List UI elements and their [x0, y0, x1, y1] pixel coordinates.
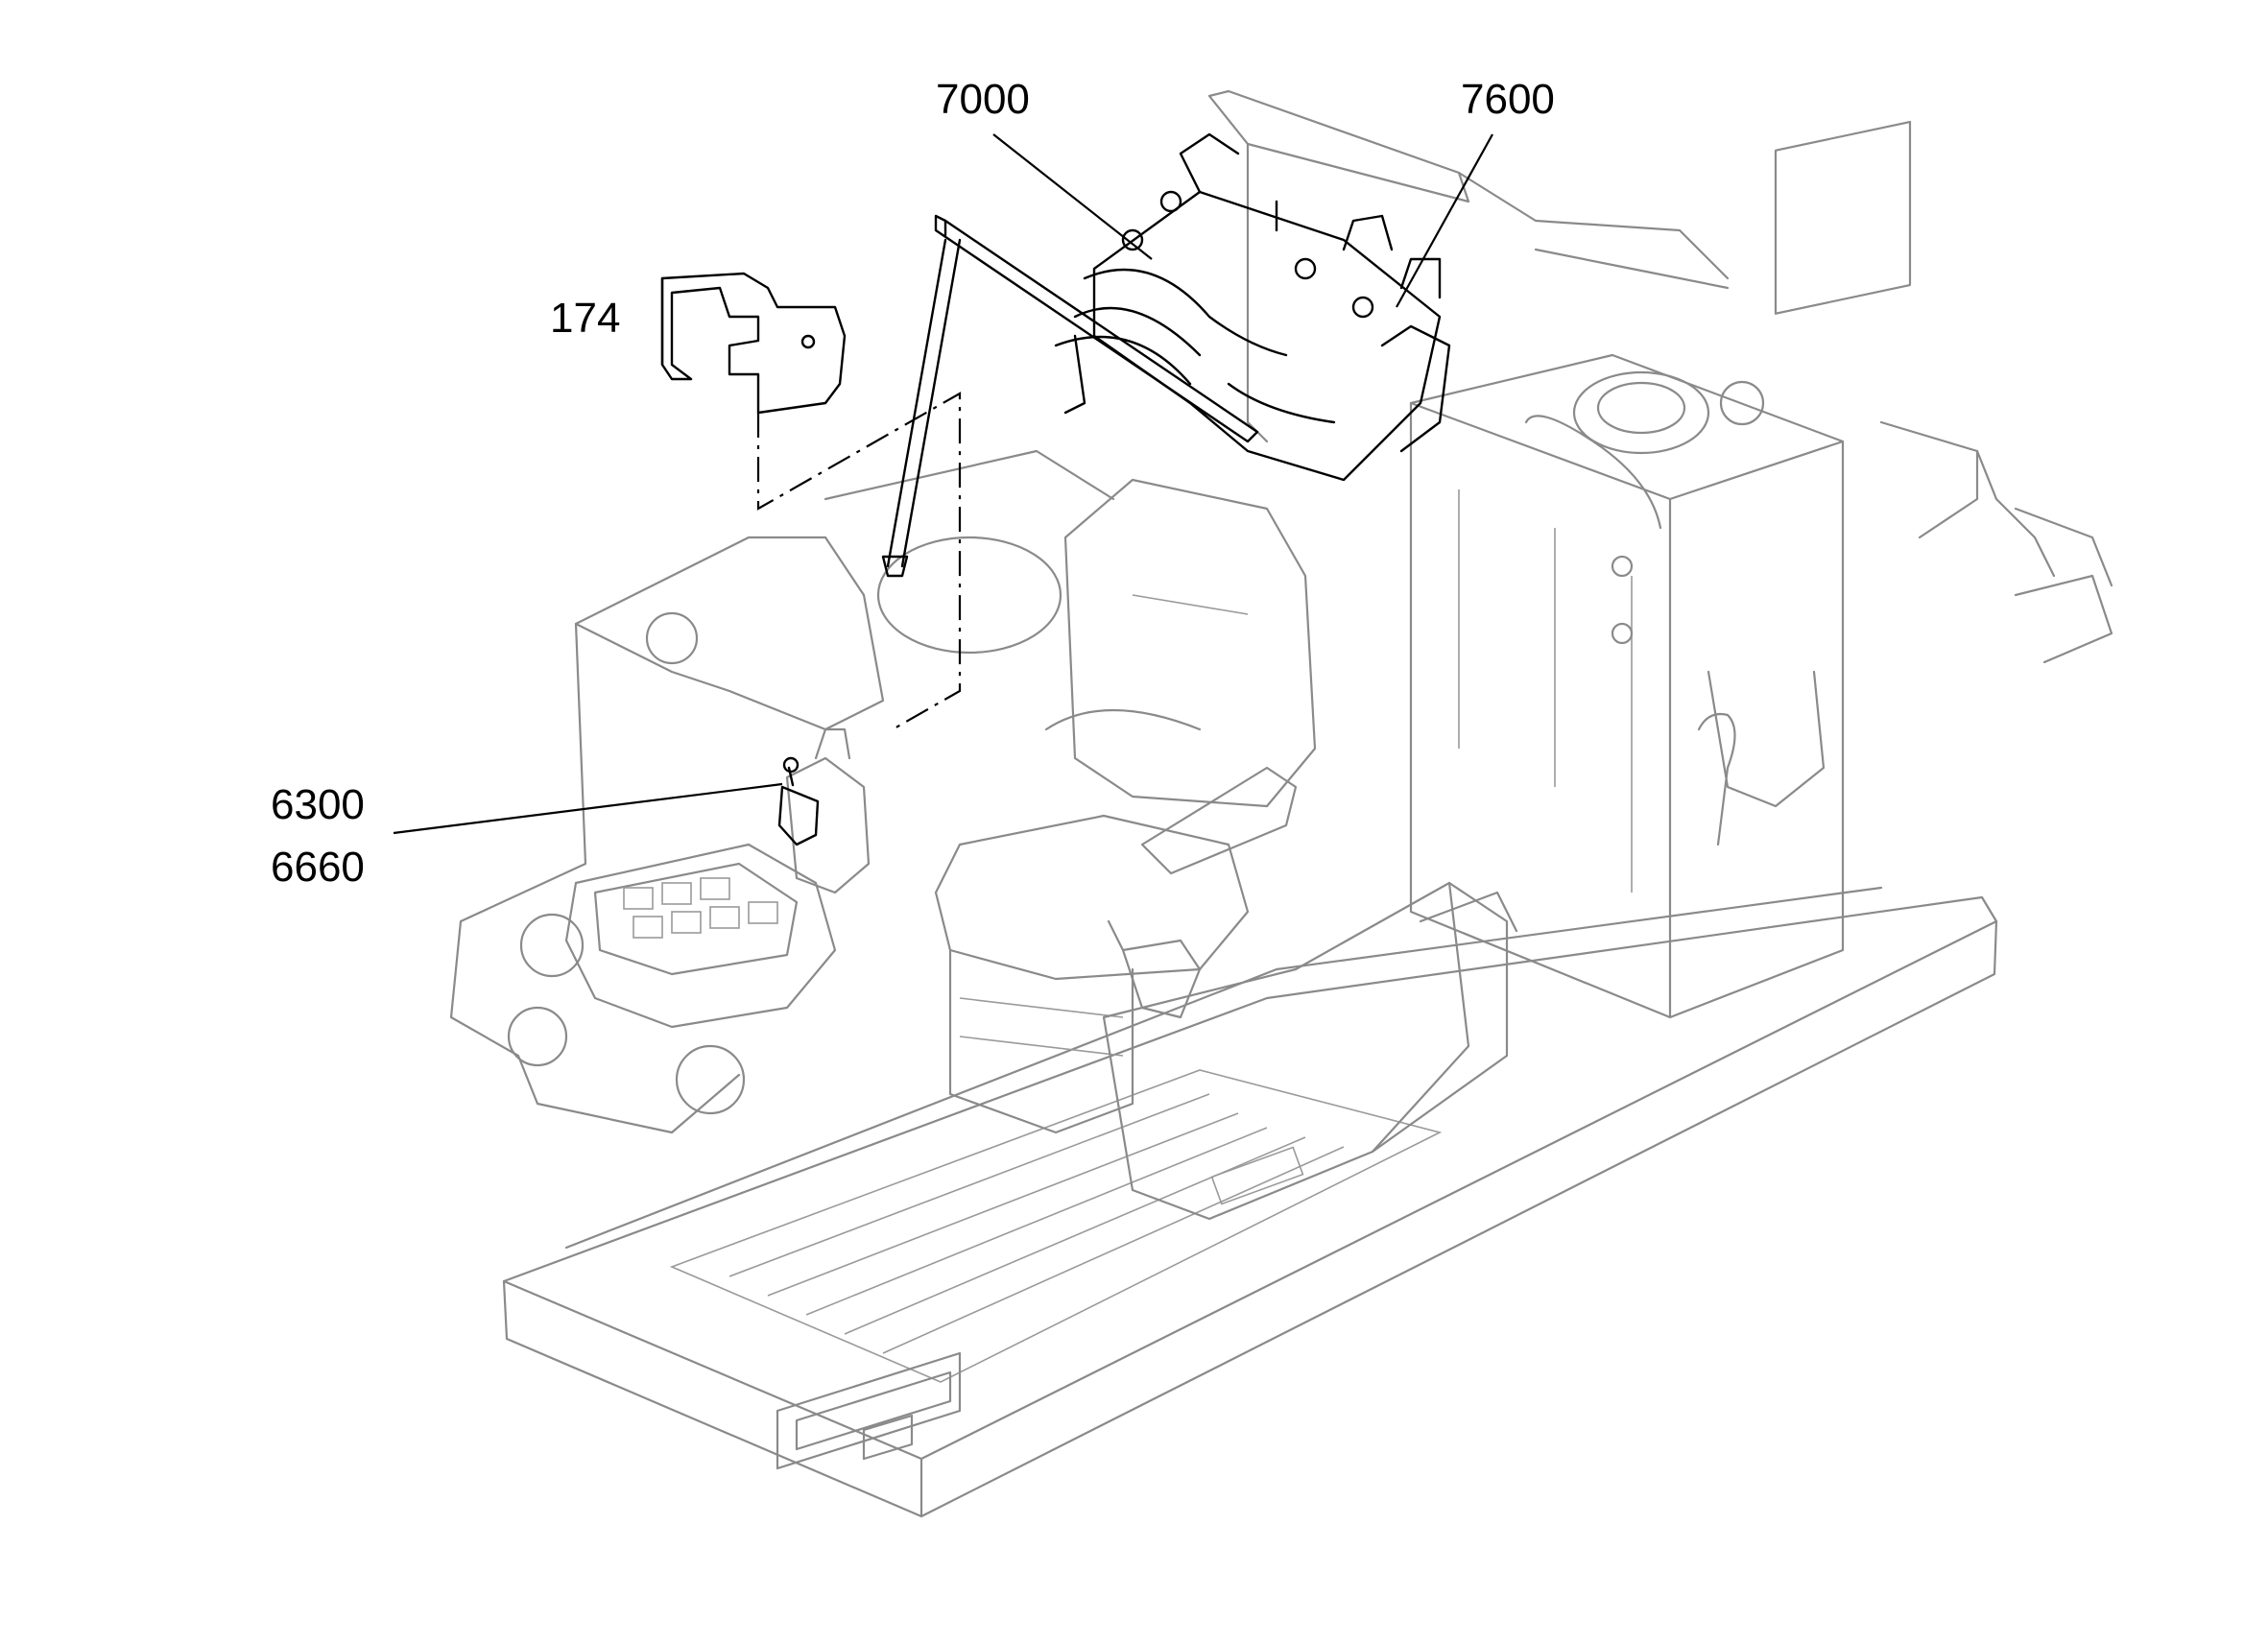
leader-line-6300: [393, 782, 783, 835]
callout-6300: 6300: [271, 781, 365, 828]
callout-7600: 7600: [1461, 76, 1555, 123]
callout-7000: 7000: [936, 76, 1030, 123]
leader-line-7000: [992, 133, 1153, 260]
left-console-structure-drawing: [449, 449, 1115, 1134]
operator-seat-drawing: [934, 478, 1317, 1134]
left-control-panel-drawing: [564, 843, 837, 1029]
right-console-drawing: [1102, 881, 1518, 1221]
joystick-left-drawing: [777, 727, 871, 894]
leader-line-7600: [1396, 133, 1493, 308]
hydraulic-tank-drawing: [1409, 120, 1912, 1019]
cab-floor-platform-drawing: [502, 886, 1998, 1518]
callout-174: 174: [550, 295, 621, 342]
callout-6660: 6660: [271, 844, 365, 891]
control-valve-block-drawing: [881, 132, 1451, 578]
bracket-part-174-drawing: [660, 272, 962, 730]
upper-frame-drawing: [1207, 89, 2113, 664]
